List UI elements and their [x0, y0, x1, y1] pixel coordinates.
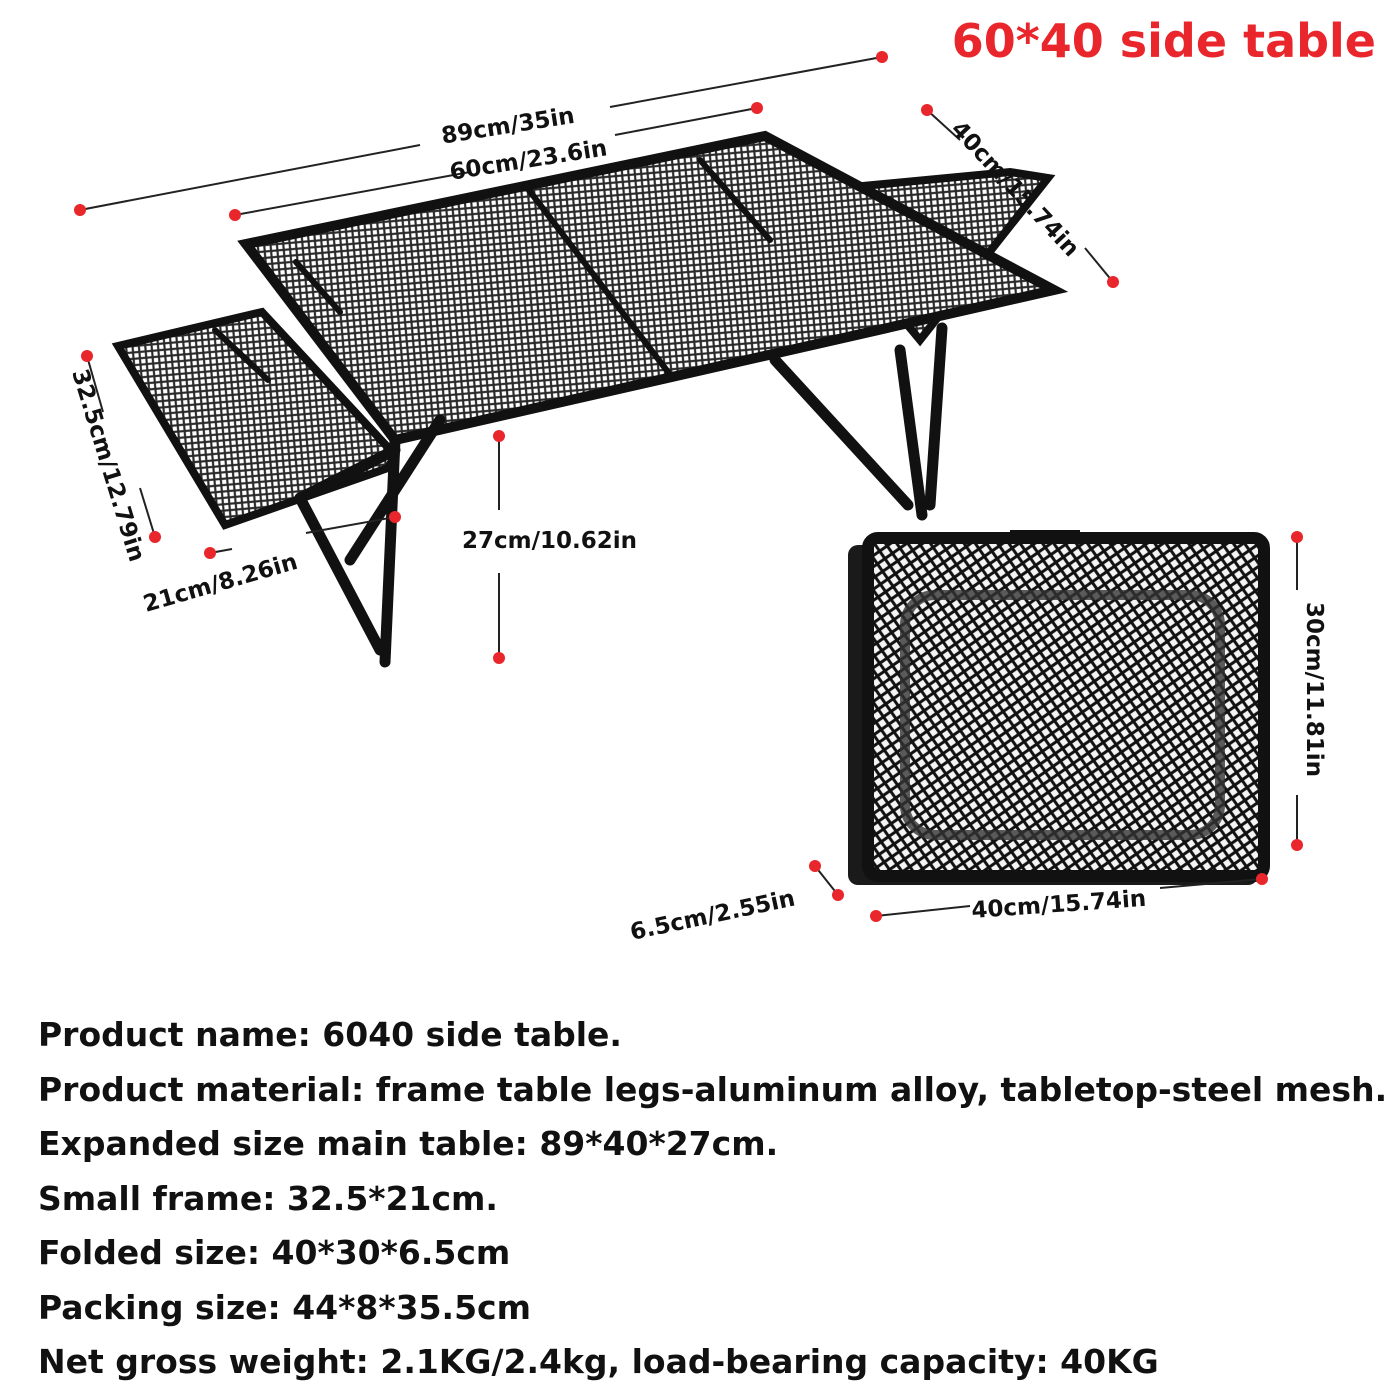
spec-weight-capacity: Net gross weight: 2.1KG/2.4kg, load-bear…: [38, 1342, 1159, 1381]
label-folded-height: 30cm/11.81in: [1301, 602, 1327, 777]
label-side-frame-length: 32.5cm/12.79in: [66, 366, 149, 565]
label-side-frame-width: 21cm/8.26in: [140, 549, 300, 618]
dimension-side-frame-width: 21cm/8.26in: [140, 511, 401, 618]
spec-small-frame: Small frame: 32.5*21cm.: [38, 1178, 498, 1218]
spec-expanded-size: Expanded size main table: 89*40*27cm.: [38, 1124, 779, 1163]
page-title: 60*40 side table: [951, 14, 1376, 68]
product-dimension-diagram: 89cm/35in 60cm/23.6in 40cm/15.74in 32.5c…: [66, 51, 1327, 946]
dimension-folded-thickness: 6.5cm/2.55in: [628, 860, 844, 946]
spec-folded-size: Folded size: 40*30*6.5cm: [38, 1233, 511, 1272]
label-folded-width: 40cm/15.74in: [971, 886, 1147, 924]
dimension-table-height: 27cm/10.62in: [462, 430, 637, 664]
dimension-folded-height: 30cm/11.81in: [1291, 531, 1327, 851]
main-tabletop: [237, 130, 1069, 446]
label-folded-thickness: 6.5cm/2.55in: [628, 886, 797, 946]
label-table-height: 27cm/10.62in: [462, 528, 637, 554]
spec-list: Product name: 6040 side table. Product m…: [38, 1008, 1387, 1390]
spec-packing-size: Packing size: 44*8*35.5cm: [38, 1287, 531, 1327]
expanded-table-illustration: [111, 130, 1069, 668]
folded-table-illustration: [848, 530, 1270, 885]
spec-product-name: Product name: 6040 side table.: [38, 1015, 622, 1054]
spec-product-material: Product material: frame table legs-alumi…: [38, 1069, 1388, 1109]
